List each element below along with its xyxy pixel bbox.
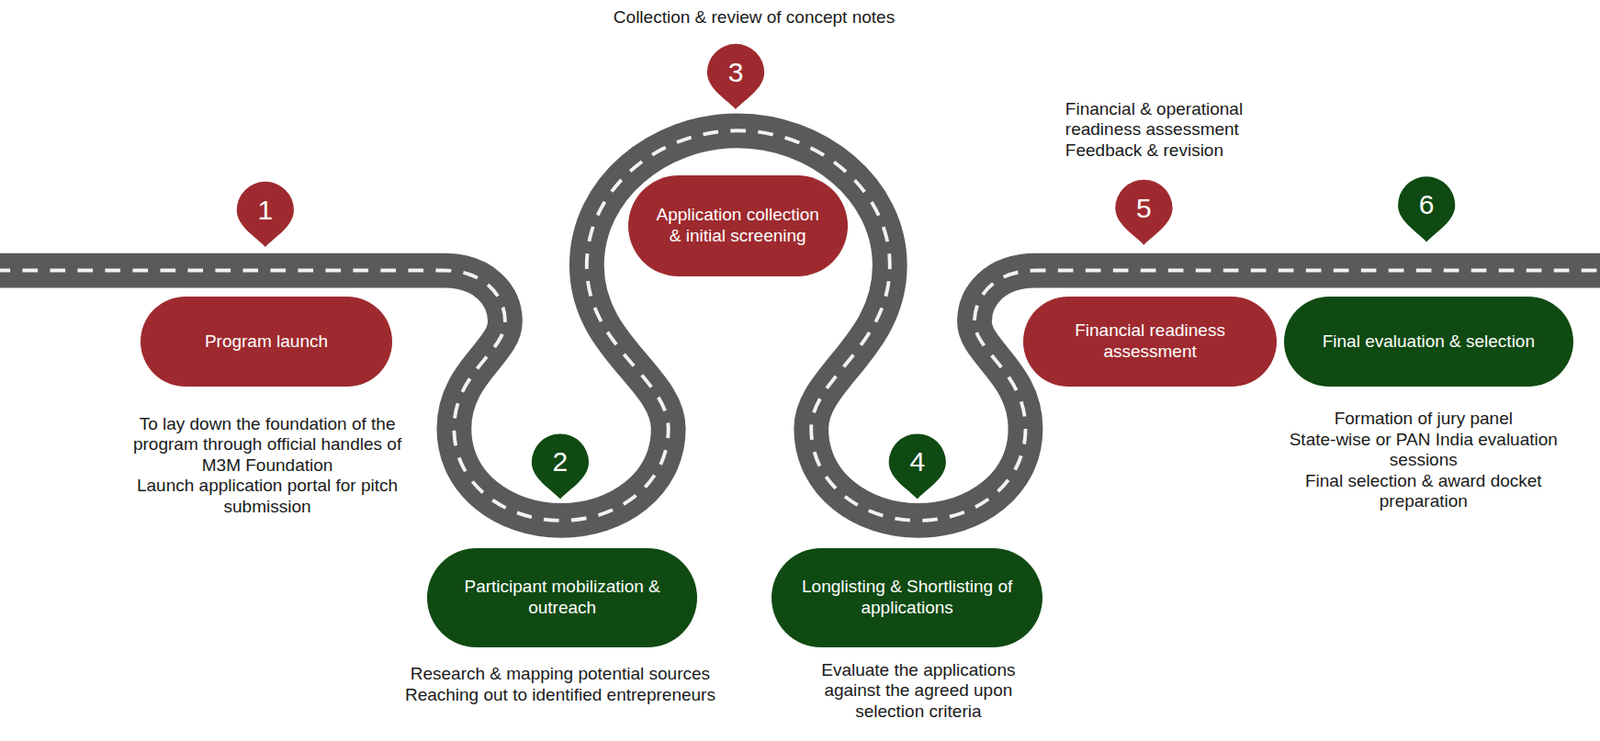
stage-title: Application collection & initial screeni… xyxy=(648,204,828,248)
road xyxy=(0,130,1600,521)
callout-number: 4 xyxy=(889,448,947,476)
description-text: Collection & review of concept notes xyxy=(561,7,947,28)
stage-pill: Participant mobilization & outreach xyxy=(427,548,698,649)
stage-description: Evaluate the applications against the ag… xyxy=(808,660,1029,722)
description-text: Formation of jury panel xyxy=(1272,408,1576,429)
map-pin xyxy=(707,44,765,110)
description-text: State-wise or PAN India evaluation sessi… xyxy=(1272,429,1576,472)
pin-number: 3 xyxy=(707,58,765,87)
callout-number: 2 xyxy=(531,448,589,476)
pin-number: 1 xyxy=(236,196,294,225)
stage-pill: Longlisting & Shortlisting of applicatio… xyxy=(771,548,1044,649)
description-text: Feedback & revision xyxy=(1065,140,1279,161)
description-text: Research & mapping potential sources xyxy=(367,664,754,685)
description-text: Reaching out to identified entrepreneurs xyxy=(367,685,754,706)
pin-number: 6 xyxy=(1397,191,1455,219)
map-pin xyxy=(531,433,589,499)
callout-number: 1 xyxy=(236,196,294,225)
callout-number: 5 xyxy=(1115,194,1172,223)
stage-title: Financial readiness assessment xyxy=(1043,320,1258,363)
map-pin xyxy=(236,181,294,248)
map-pin xyxy=(1115,180,1172,246)
description-text: Evaluate the applications against the ag… xyxy=(808,660,1029,722)
map-pin xyxy=(889,433,947,499)
pin-number: 4 xyxy=(889,448,947,476)
stage-pill: Financial readiness assessment xyxy=(1023,296,1278,387)
callout-number: 3 xyxy=(707,58,765,87)
stage-description: Financial & operational readiness assess… xyxy=(1065,99,1279,161)
road-lane-marking xyxy=(0,130,1600,521)
stage-pill: Final evaluation & selection xyxy=(1284,296,1573,387)
description-text: Final selection & award docket preparati… xyxy=(1272,471,1576,513)
stage-title: Participant mobilization & outreach xyxy=(447,576,677,620)
stage-description: To lay down the foundation of the progra… xyxy=(127,414,408,518)
stage-title: Longlisting & Shortlisting of applicatio… xyxy=(791,576,1024,620)
callout-number: 6 xyxy=(1397,191,1455,219)
stage-pill: Program launch xyxy=(140,296,392,387)
description-text: Financial & operational readiness assess… xyxy=(1065,99,1279,141)
pin-markers xyxy=(236,44,1455,500)
stage-pill: Application collection & initial screeni… xyxy=(628,175,848,277)
stage-title: Final evaluation & selection xyxy=(1322,331,1535,353)
stage-description: Collection & review of concept notes xyxy=(561,7,947,28)
stage-title: Program launch xyxy=(204,331,328,353)
map-pin xyxy=(1397,176,1455,242)
stage-description: Formation of jury panelState-wise or PAN… xyxy=(1272,408,1576,512)
stage-description: Research & mapping potential sourcesReac… xyxy=(367,664,754,706)
pin-number: 2 xyxy=(531,448,589,476)
description-text: Launch application portal for pitch subm… xyxy=(127,475,408,518)
description-text: To lay down the foundation of the progra… xyxy=(127,414,408,476)
pin-number: 5 xyxy=(1115,194,1172,223)
